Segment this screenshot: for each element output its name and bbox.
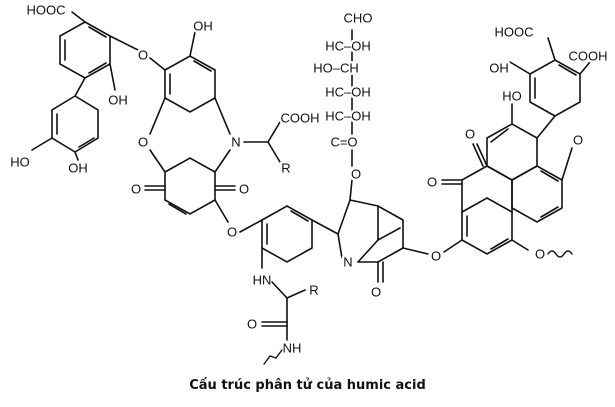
hc-oh-1-label: HC–OH bbox=[325, 39, 371, 54]
nh-label: NH bbox=[283, 341, 302, 356]
o-bridge2-label: O bbox=[227, 225, 237, 240]
o-bridge3-label: O bbox=[431, 249, 441, 264]
cooh-1-label: COOH bbox=[281, 111, 320, 126]
oh-2-label: OH bbox=[193, 19, 213, 34]
ring-g bbox=[461, 197, 513, 255]
hooc-topright-label: HOOC bbox=[495, 25, 534, 40]
ring-d-quinone bbox=[144, 157, 236, 215]
o-keto1-label: O bbox=[131, 182, 141, 197]
ring-c bbox=[164, 31, 216, 113]
r-1-label: R bbox=[281, 161, 290, 176]
ring-f bbox=[357, 205, 429, 283]
ring-b-catechol bbox=[31, 77, 99, 161]
r-2-label: R bbox=[309, 283, 318, 298]
o-keto2-label: O bbox=[239, 182, 249, 197]
o-amide-label: O bbox=[247, 317, 257, 332]
ho-left-label: HO bbox=[10, 155, 30, 170]
figure-caption: Cấu trúc phân tử của humic acid bbox=[189, 378, 426, 393]
ring-h-anthraquinone bbox=[441, 143, 513, 213]
hooc-topleft-label: HOOC bbox=[27, 3, 66, 18]
o-ring-label: O bbox=[138, 135, 148, 150]
o-end-label: O bbox=[535, 247, 545, 262]
ring-indoline bbox=[337, 199, 379, 263]
hn-label: HN bbox=[253, 273, 272, 288]
cooh-right-label: COOH bbox=[569, 49, 608, 64]
ring-j bbox=[486, 103, 538, 181]
humic-acid-structure: HOOC OH HO OH O OH bbox=[10, 2, 608, 365]
hc-oh-2-label: HC–OH bbox=[325, 85, 371, 100]
o-keto5-label: O bbox=[465, 127, 475, 142]
o-furan-label: O bbox=[573, 133, 583, 148]
ring-oxazine bbox=[149, 97, 231, 173]
oh-1-label: OH bbox=[108, 93, 128, 108]
ring-i bbox=[511, 165, 563, 223]
o-bridge1-label: O bbox=[138, 48, 148, 63]
ho-ch-label: HO–CH bbox=[313, 61, 359, 76]
ring-e bbox=[261, 205, 313, 269]
oh-left2-label: OH bbox=[68, 161, 88, 176]
ring-a-benzoic bbox=[59, 11, 111, 79]
cho-label: CHO bbox=[344, 11, 373, 26]
ring-k bbox=[509, 37, 591, 117]
o-keto3-label: O bbox=[371, 285, 381, 300]
n-imine-label: N bbox=[343, 255, 352, 270]
oh-right-label: OH bbox=[489, 61, 509, 76]
oh-right2-label: HO bbox=[502, 89, 522, 104]
n-ring-label: N bbox=[231, 135, 240, 150]
c-o-label: C=O bbox=[330, 135, 357, 150]
sugar-chain bbox=[349, 29, 353, 201]
o-keto4-label: O bbox=[427, 175, 437, 190]
ring-furan bbox=[536, 115, 573, 181]
hc-oh-3-label: HC–OH bbox=[325, 109, 371, 124]
o-ester-label: O bbox=[351, 167, 361, 182]
